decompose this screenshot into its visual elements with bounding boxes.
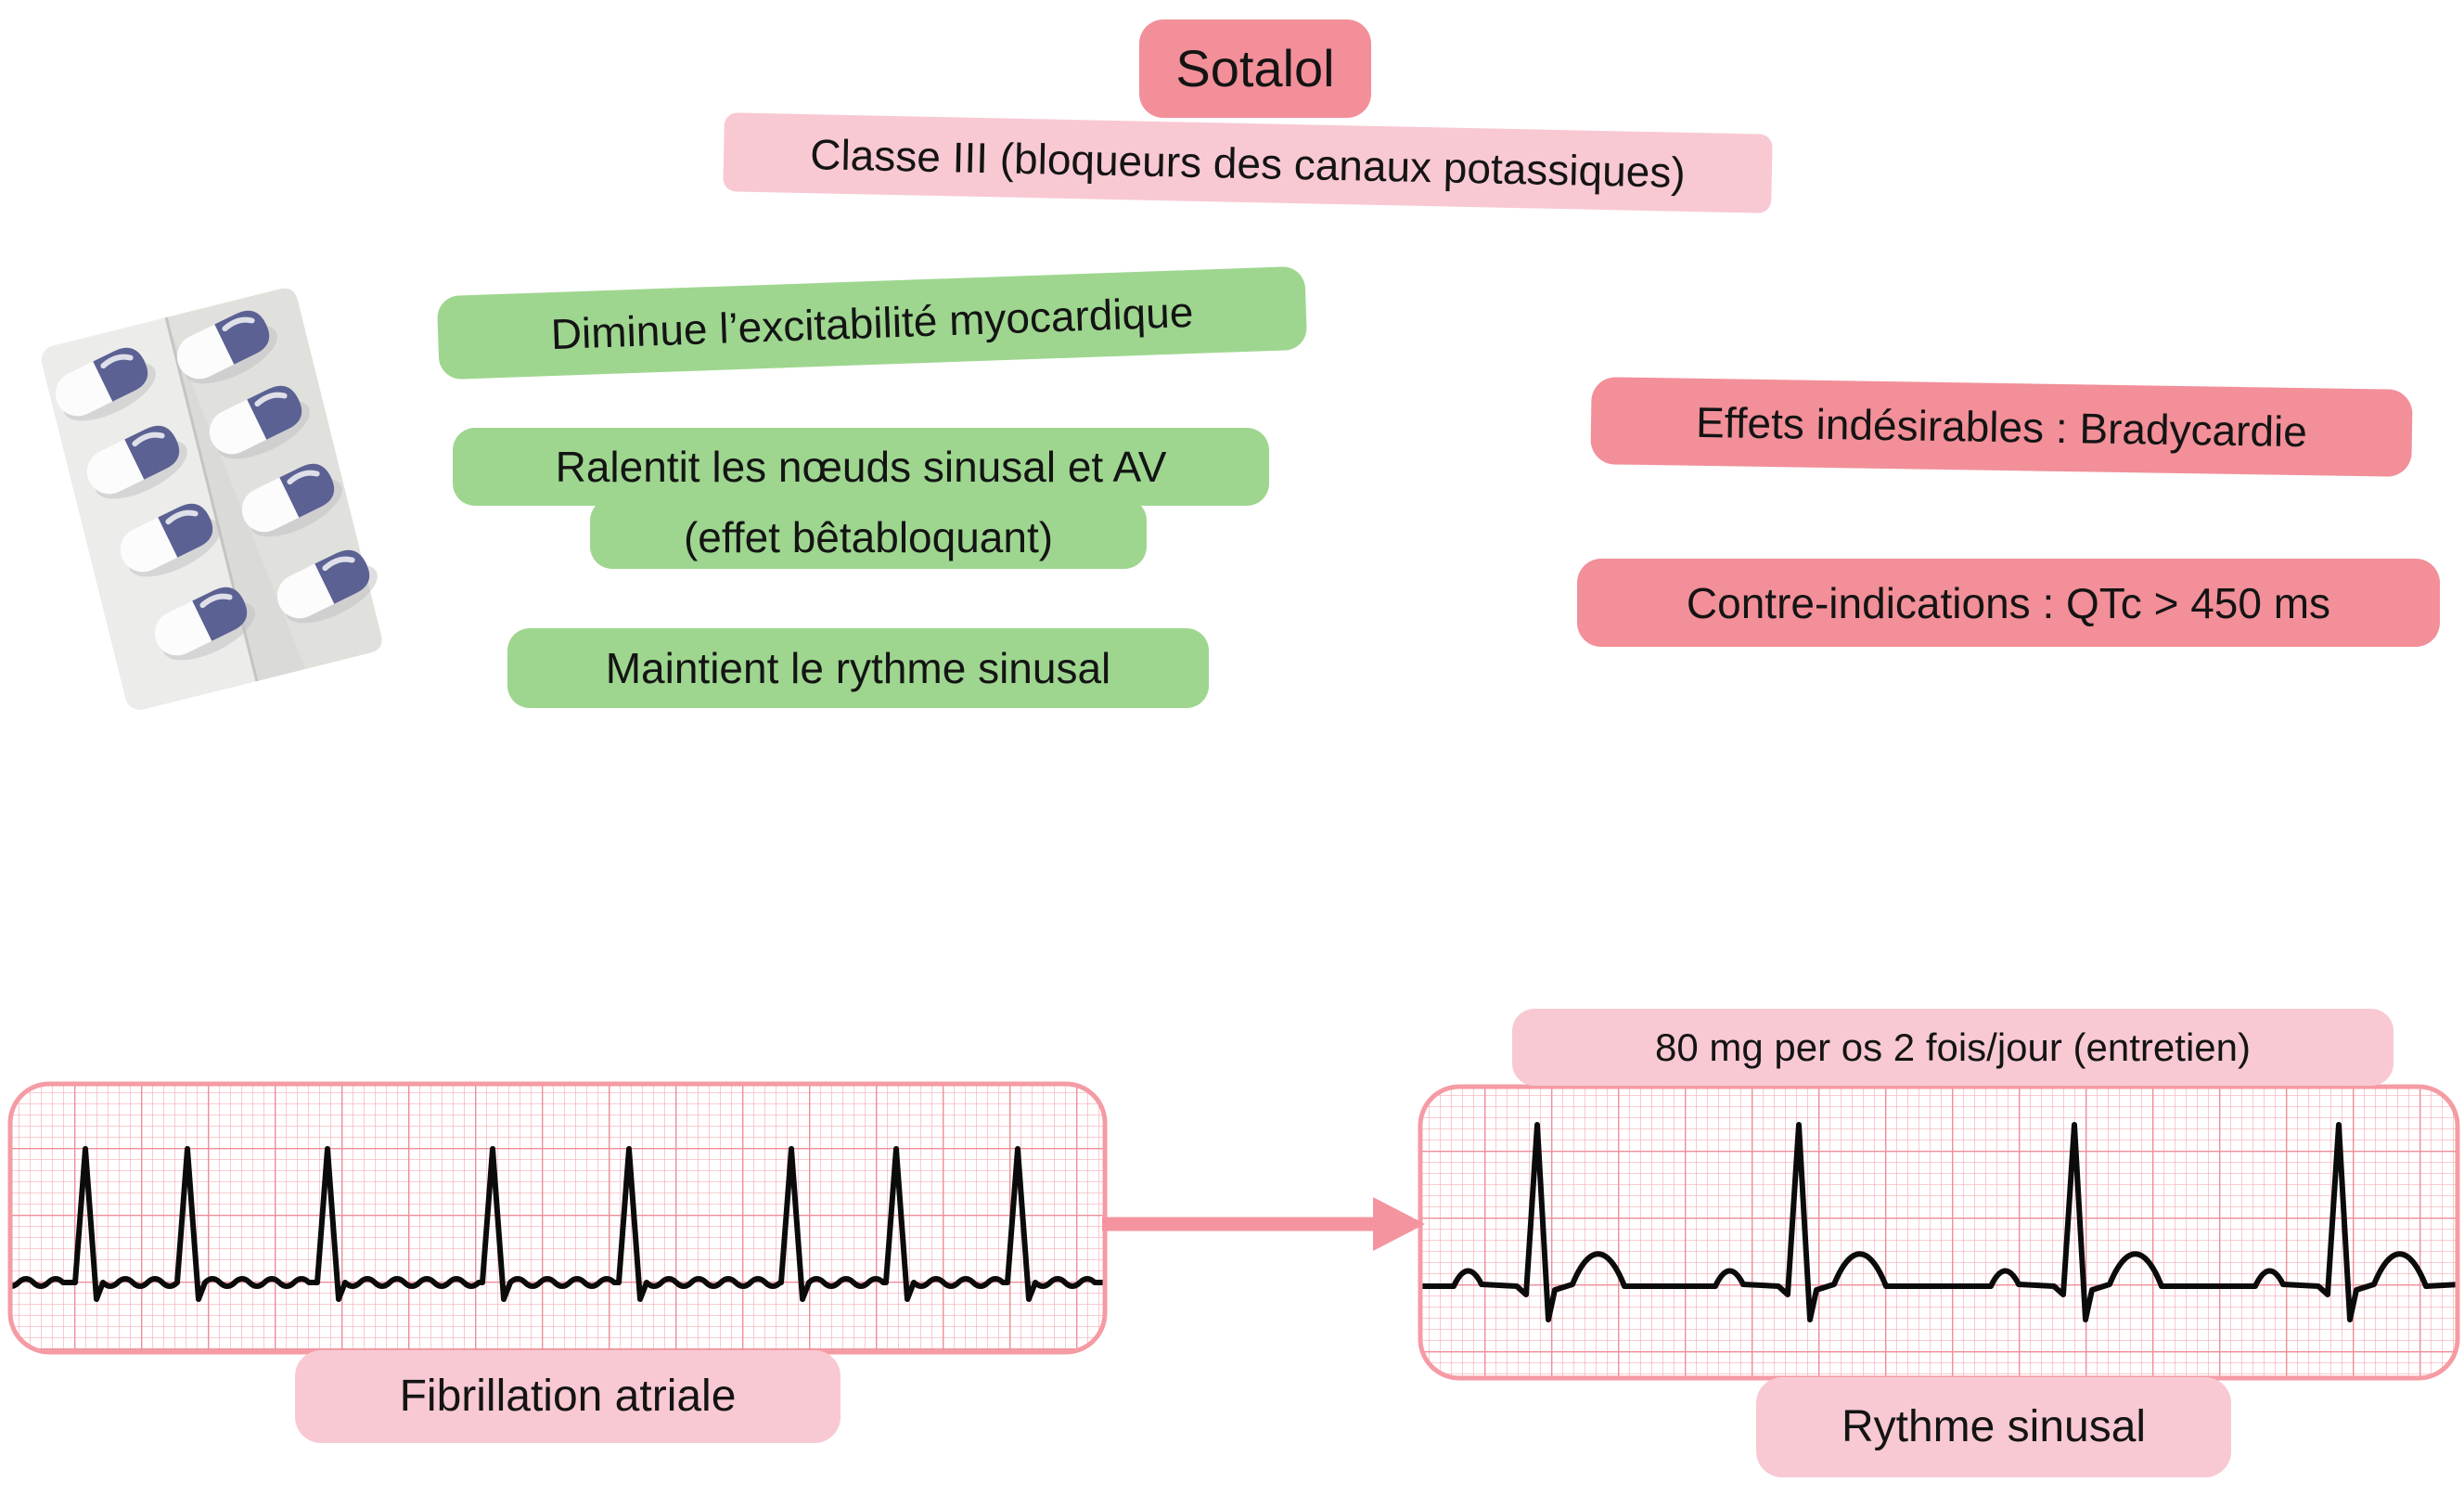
arrow-right-icon	[1102, 1197, 1425, 1251]
subtitle-text: Classe III (bloqueurs des canaux potassi…	[809, 129, 1687, 197]
dose-label-box: 80 mg per os 2 fois/jour (entretien)	[1512, 1009, 2393, 1086]
adverse-effects-box: Effets indésirables : Bradycardie	[1590, 377, 2413, 477]
subtitle-box: Classe III (bloqueurs des canaux potassi…	[723, 112, 1773, 213]
ecg-after-label-box: Rythme sinusal	[1756, 1377, 2231, 1477]
dose-label-text: 80 mg per os 2 fois/jour (entretien)	[1655, 1025, 2251, 1069]
title-box: Sotalol	[1139, 19, 1371, 118]
ecg-strip-afib	[7, 1081, 1108, 1355]
ecg-after-label-text: Rythme sinusal	[1841, 1402, 2147, 1451]
effect-box-excitability: Diminue l’excitabilité myocardique	[436, 265, 1308, 380]
ecg-before-label-text: Fibrillation atriale	[399, 1372, 737, 1421]
pill-blister-pack-icon	[41, 288, 445, 710]
ecg-paper-afib	[11, 1085, 1104, 1351]
title-text: Sotalol	[1175, 39, 1335, 97]
ecg-trace-sinus	[1421, 1122, 2457, 1322]
contraindications-box: Contre-indications : QTc > 450 ms	[1577, 559, 2440, 647]
effect-text-nodes: Ralentit les nœuds sinusal et AV	[555, 443, 1167, 491]
effect-text-sinus-rhythm: Maintient le rythme sinusal	[605, 644, 1111, 692]
ecg-strip-sinus	[1418, 1084, 2460, 1381]
effect-text-betablocker: (effet bêtabloquant)	[683, 513, 1054, 561]
adverse-effects-text: Effets indésirables : Bradycardie	[1695, 397, 2308, 457]
effect-text-excitability: Diminue l’excitabilité myocardique	[549, 287, 1195, 359]
effect-box-nodes-line1: Ralentit les nœuds sinusal et AV	[453, 428, 1269, 506]
effect-box-nodes-line2: (effet bêtabloquant)	[590, 498, 1147, 569]
ecg-trace-afib	[11, 1146, 1104, 1302]
ecg-paper-sinus	[1421, 1088, 2457, 1377]
ecg-before-label-box: Fibrillation atriale	[295, 1350, 841, 1443]
contraindications-text: Contre-indications : QTc > 450 ms	[1686, 578, 2331, 627]
effect-box-sinus-rhythm: Maintient le rythme sinusal	[507, 628, 1209, 708]
